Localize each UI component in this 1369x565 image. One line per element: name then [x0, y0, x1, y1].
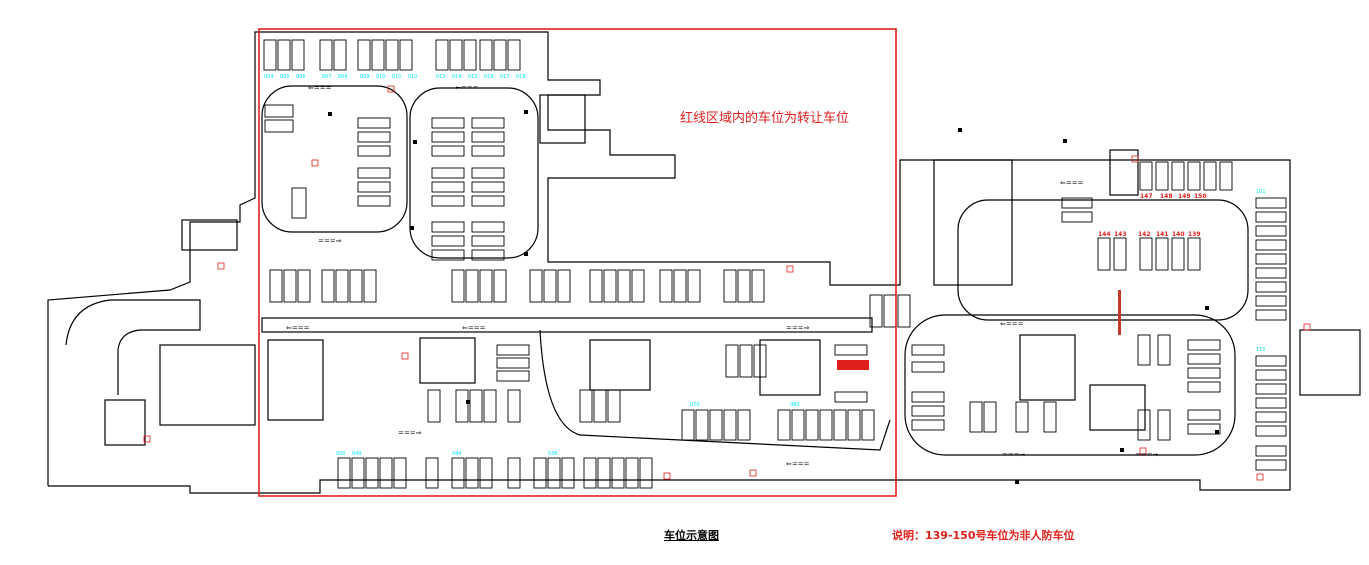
svg-text:===⇒: ===⇒	[1002, 451, 1026, 459]
svg-text:070: 070	[690, 402, 700, 408]
svg-text:015: 015	[468, 74, 478, 80]
svg-text:049: 049	[352, 451, 362, 457]
slot-number-labels: 004 005 006 007 008 009 010 011 012 013 014 015 0…	[264, 74, 1266, 457]
svg-text:050: 050	[336, 451, 346, 457]
svg-text:⇐===: ⇐===	[286, 324, 310, 332]
svg-text:⇐===: ⇐===	[462, 324, 486, 332]
svg-text:142: 142	[1138, 231, 1151, 238]
parking-spaces	[263, 39, 1287, 489]
column-markers	[328, 110, 1219, 484]
svg-text:044: 044	[452, 451, 462, 457]
plan-note: 说明：139-150号车位为非人防车位	[892, 529, 1075, 542]
building-walls	[47, 31, 1361, 494]
svg-text:===⇒: ===⇒	[786, 324, 810, 332]
svg-text:150: 150	[1194, 193, 1207, 200]
transfer-zone-boundary	[258, 28, 897, 497]
highlighted-slot	[837, 360, 869, 370]
svg-text:⇐===: ⇐===	[1060, 179, 1084, 187]
transfer-zone-annotation: 红线区域内的车位为转让车位	[680, 111, 850, 126]
svg-text:006: 006	[296, 74, 306, 80]
svg-text:011: 011	[392, 74, 402, 80]
svg-text:008: 008	[338, 74, 348, 80]
svg-text:004: 004	[264, 74, 274, 80]
svg-text:018: 018	[516, 74, 526, 80]
svg-text:144: 144	[1098, 231, 1111, 238]
svg-text:012: 012	[408, 74, 418, 80]
svg-text:⇐===: ⇐===	[308, 84, 332, 92]
svg-text:141: 141	[1156, 231, 1169, 238]
svg-text:110: 110	[1256, 347, 1266, 353]
svg-text:013: 013	[436, 74, 446, 80]
plan-caption: 车位示意图	[664, 529, 719, 542]
ramp-red-marker	[1118, 290, 1121, 335]
svg-text:⇐===: ⇐===	[455, 84, 479, 92]
svg-text:080: 080	[790, 402, 800, 408]
svg-text:===⇒: ===⇒	[398, 429, 422, 437]
stairwell-symbols	[143, 85, 1311, 481]
svg-text:148: 148	[1160, 193, 1173, 200]
traffic-direction-arrows: ⇐=== ⇐=== ===⇒ ⇐=== ⇐=== ===⇒ ===⇒ ⇐=== ===⇒ =…	[286, 84, 1159, 468]
svg-text:140: 140	[1172, 231, 1185, 238]
svg-text:010: 010	[376, 74, 386, 80]
svg-text:⇐===: ⇐===	[1000, 320, 1024, 328]
svg-text:139: 139	[1188, 231, 1201, 238]
svg-text:===⇒: ===⇒	[318, 237, 342, 245]
svg-text:014: 014	[452, 74, 462, 80]
svg-text:147: 147	[1140, 193, 1153, 200]
svg-text:149: 149	[1178, 193, 1191, 200]
svg-text:⇐===: ⇐===	[786, 460, 810, 468]
svg-text:005: 005	[280, 74, 290, 80]
svg-text:016: 016	[484, 74, 494, 80]
svg-text:143: 143	[1114, 231, 1127, 238]
svg-text:038: 038	[548, 451, 558, 457]
svg-text:===⇒: ===⇒	[1135, 451, 1159, 459]
svg-text:007: 007	[322, 74, 332, 80]
svg-text:009: 009	[360, 74, 370, 80]
svg-text:101: 101	[1256, 189, 1266, 195]
svg-text:017: 017	[500, 74, 510, 80]
